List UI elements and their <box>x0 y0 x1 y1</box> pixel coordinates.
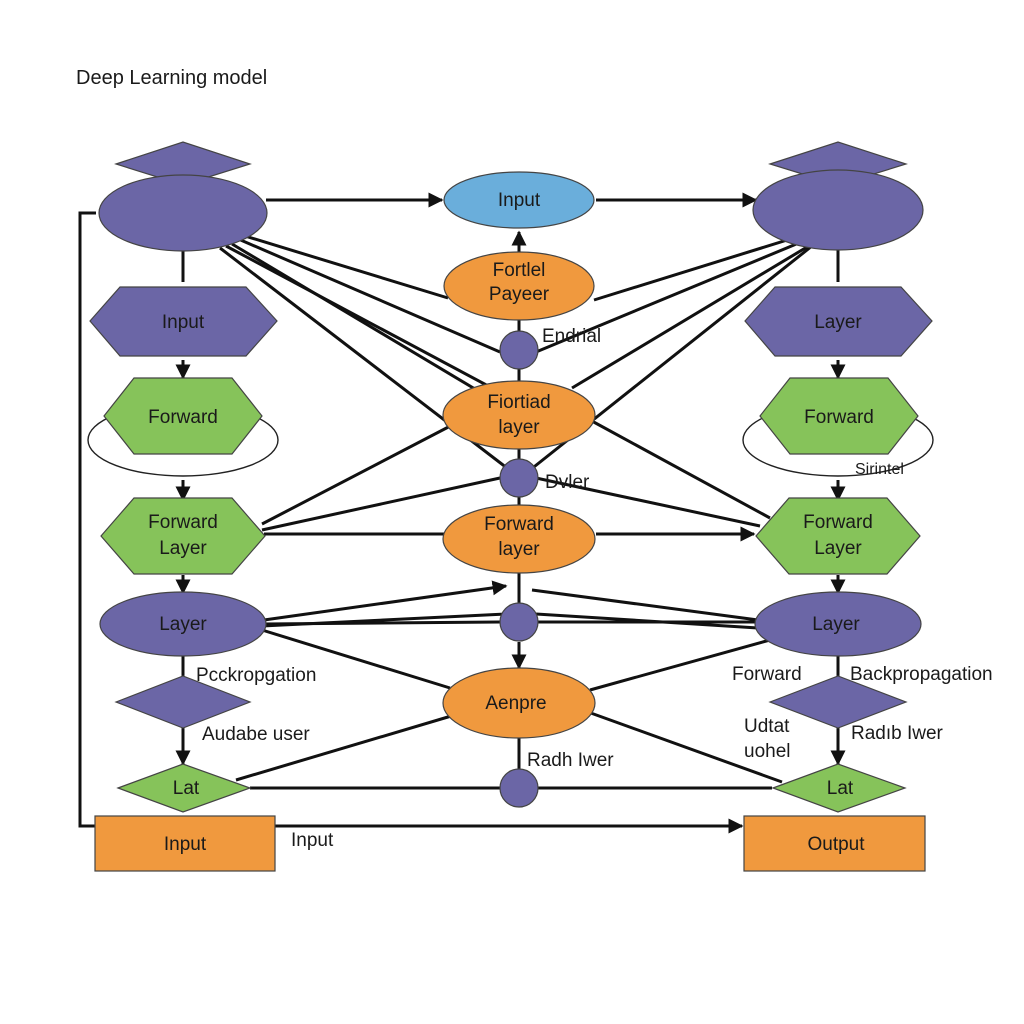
right-lat-node <box>771 763 907 813</box>
right-top-ellipse <box>752 169 924 251</box>
center-orange-1-label-1: Fortlel <box>493 260 546 281</box>
center-orange-2-label-1: Fiortiad <box>487 392 550 413</box>
left-forward-layer-label-2: Layer <box>159 538 207 559</box>
center-circle-node-4 <box>499 768 539 808</box>
center-circle-node-2 <box>499 458 539 498</box>
edge-llayer-rlayer-low <box>261 612 507 628</box>
edge-orange3-rlayer <box>531 588 759 622</box>
left-forward-layer-node <box>100 497 266 575</box>
center-orange-node-4 <box>442 667 596 739</box>
left-feedback-loop-edge <box>78 211 96 828</box>
left-lat-label: Lat <box>173 778 200 799</box>
edge-diag-rt-orange2 <box>571 242 813 390</box>
edge-diag-lt-orange2 <box>231 242 481 394</box>
center-orange-3-label-2: layer <box>498 539 540 560</box>
edge-diag-lt-orange2b <box>225 244 493 390</box>
left-input-label: Input <box>162 312 205 333</box>
edge-llat-orange4 <box>235 712 459 782</box>
edge-llayer-orange3 <box>263 580 508 622</box>
label-radib-iwer-right: Radıb Iwer <box>851 723 944 744</box>
label-left-backprop: Pcckropgation <box>196 665 316 686</box>
free-labels: Endrial Dvler Sirintel Pcckropgation Aud… <box>196 326 993 851</box>
right-forward-layer-label-2: Layer <box>814 538 862 559</box>
right-layer-2-label: Layer <box>812 614 860 635</box>
edge-diag-lfl-circle2 <box>261 476 501 532</box>
edge-llayer-orange4 <box>261 628 451 690</box>
left-top-ellipse <box>98 174 268 252</box>
center-orange-1-label-2: Payeer <box>489 284 550 305</box>
left-input-node <box>89 286 278 357</box>
edges <box>78 192 846 834</box>
center-input-node <box>443 171 595 229</box>
right-column: Layer Forward Forward Layer Layer Lat Ou… <box>742 141 934 872</box>
edge-diag-lt-circle1 <box>235 236 501 354</box>
edge-diag-lt-orange1 <box>231 230 449 300</box>
center-circle-node-1 <box>499 330 539 370</box>
label-udtat: Udtat <box>744 716 790 737</box>
diagram-title: Deep Learning model <box>76 67 267 89</box>
edge-diag-rt-circle1 <box>535 238 807 354</box>
right-layer-1-label: Layer <box>814 312 862 333</box>
center-orange-2-label-2: layer <box>498 417 540 438</box>
label-dvler: Dvler <box>545 472 590 493</box>
center-column: Input Fortlel Payeer Fiortiad layer Forw… <box>442 171 596 808</box>
center-orange-node-3 <box>442 504 596 574</box>
right-lat-label: Lat <box>827 778 854 799</box>
right-layer-node-1 <box>744 286 933 357</box>
edge-diag-lfl-orange2 <box>261 420 459 526</box>
edge-diag-orange2-rfl <box>589 418 771 520</box>
right-output-box <box>743 815 926 872</box>
left-forward-label: Forward <box>148 407 218 428</box>
left-forward-layer-label-1: Forward <box>148 512 218 533</box>
center-orange-3-label-1: Forward <box>484 514 554 535</box>
label-uohel: uohel <box>744 741 791 762</box>
right-forward-node <box>759 377 919 455</box>
left-input-box <box>94 815 276 872</box>
left-layer-node <box>99 591 267 657</box>
center-orange-4-label: Aenpre <box>485 693 546 714</box>
right-forward-layer-label-1: Forward <box>803 512 873 533</box>
center-input-label: Input <box>498 190 541 211</box>
left-forward-node <box>103 377 263 455</box>
right-forward-layer-node <box>755 497 921 575</box>
label-right-backprop: Backpropagation <box>850 664 993 685</box>
edge-orange4-rlayer <box>589 638 771 692</box>
right-output-box-label: Output <box>807 834 865 855</box>
left-lat-node <box>116 763 252 813</box>
right-forward-label: Forward <box>804 407 874 428</box>
right-lower-diamond <box>768 675 908 729</box>
left-input-box-label: Input <box>164 834 207 855</box>
left-lower-diamond <box>114 675 252 729</box>
center-circle-node-3 <box>499 602 539 642</box>
label-sirintel: Sirintel <box>855 461 904 478</box>
center-orange-node-1 <box>443 251 595 321</box>
edge-orange4-rlat <box>587 710 783 784</box>
label-radh-iwer-center: Radh Iwer <box>527 750 614 771</box>
center-orange-node-2 <box>442 380 596 450</box>
left-layer-label: Layer <box>159 614 207 635</box>
left-column: Input Forward Forward Layer Layer Lat In… <box>87 141 279 872</box>
right-layer-node-2 <box>754 591 922 657</box>
edge-diag-rt-orange1 <box>593 234 801 302</box>
label-endrial: Endrial <box>542 326 601 347</box>
label-audabe-user: Audabe user <box>202 724 310 745</box>
label-bottom-input: Input <box>291 830 334 851</box>
edge-circle3-rlayer-b <box>535 612 759 630</box>
label-right-forward: Forward <box>732 664 802 685</box>
edge-diag-circle2-rfl <box>535 476 761 528</box>
